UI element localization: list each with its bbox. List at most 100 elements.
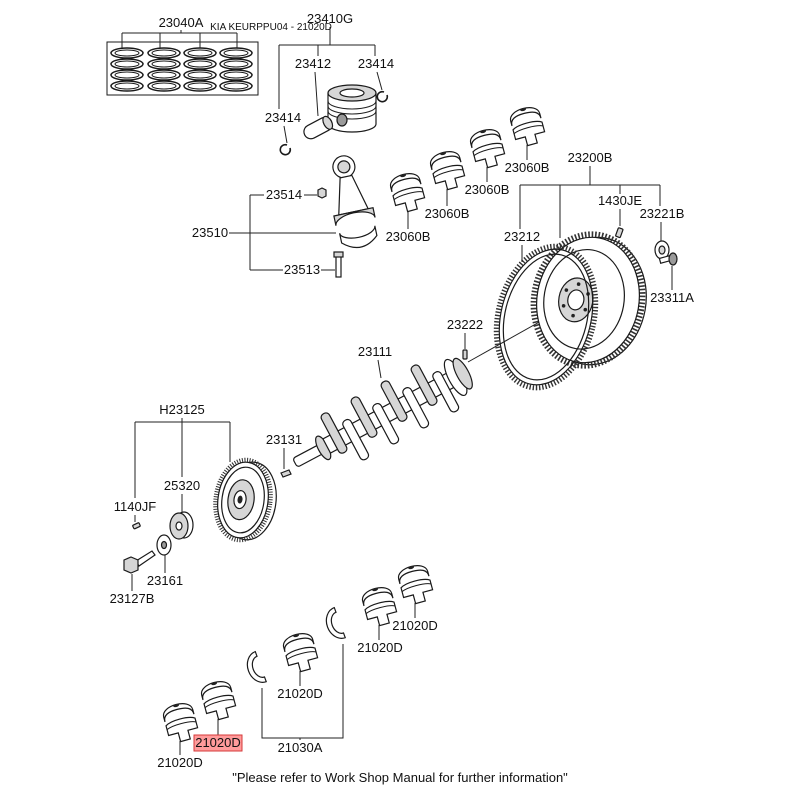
leader-line — [278, 27, 376, 109]
callout-23514[interactable]: 23514 — [250, 187, 317, 202]
callout-23311A[interactable]: 23311A — [650, 266, 694, 305]
leader-line — [261, 644, 344, 740]
callout-21020D-2[interactable]: 21020D — [357, 625, 403, 655]
callout-1430JE[interactable]: 1430JE — [598, 193, 642, 226]
callout-21030A[interactable]: 21030A — [261, 644, 344, 755]
leader-line — [134, 418, 231, 498]
thrust-half-ring — [321, 606, 346, 643]
pulley-washer — [156, 534, 172, 556]
part-number[interactable]: 23060B — [386, 229, 431, 244]
callout-23040A[interactable]: 23040A — [121, 15, 238, 48]
part-number[interactable]: 23513 — [284, 262, 320, 277]
ring-stack — [110, 47, 144, 92]
callout-23111[interactable]: 23111 — [358, 344, 392, 379]
callout-23510[interactable]: 23510 — [192, 195, 336, 270]
callout-23131[interactable]: 23131 — [266, 432, 302, 469]
part-number[interactable]: 23212 — [504, 229, 540, 244]
catalog-reference: KIA KEURPPU04 - 21020D — [210, 22, 332, 33]
callout-23161[interactable]: 23161 — [147, 555, 183, 588]
callout-23414-left[interactable]: 23414 — [265, 110, 301, 144]
part-number[interactable]: 23111 — [358, 344, 392, 359]
part-number[interactable]: 23060B — [425, 206, 470, 221]
part-number[interactable]: 21020D — [357, 640, 403, 655]
part-number[interactable]: 23414 — [358, 56, 394, 71]
part-number[interactable]: H23125 — [159, 402, 205, 417]
leader-line — [229, 195, 336, 270]
part-number[interactable]: 23060B — [465, 182, 510, 197]
pulley-hub-flange — [169, 511, 194, 540]
callout-23212[interactable]: 23212 — [504, 229, 540, 262]
snap-ring-right — [376, 90, 389, 103]
callout-21020D-highlighted[interactable]: 21020D — [193, 719, 243, 752]
callout-23410G[interactable]: 23410G — [278, 11, 376, 109]
part-number[interactable]: 23040A — [159, 15, 204, 30]
leader-line — [376, 71, 383, 91]
callout-23412[interactable]: 23412 — [295, 56, 331, 117]
part-number[interactable]: 23200B — [568, 150, 613, 165]
part-number[interactable]: 21020D — [277, 686, 323, 701]
hub-pin — [132, 522, 141, 530]
part-number[interactable]: 21030A — [278, 740, 323, 755]
main-bearing — [198, 677, 239, 723]
snap-ring-left — [279, 143, 292, 156]
callout-highlight-box[interactable] — [193, 734, 243, 752]
callout-23200B[interactable]: 23200B — [519, 150, 661, 238]
part-number[interactable]: 23410G — [307, 11, 353, 26]
flywheel-bolt — [658, 252, 678, 266]
leader-line — [377, 359, 382, 379]
callout-23221B[interactable]: 23221B — [640, 206, 685, 241]
flywheel — [530, 231, 647, 369]
part-number[interactable]: 23221B — [640, 206, 685, 221]
callout-21020D-1[interactable]: 21020D — [392, 603, 438, 633]
rod-nut — [317, 187, 327, 199]
crank-dowel — [462, 349, 468, 360]
part-number[interactable]: 23414 — [265, 110, 301, 125]
rod-bearing — [427, 147, 468, 193]
main-bearing — [280, 629, 321, 675]
callout-23222[interactable]: 23222 — [447, 317, 483, 349]
callout-23060B-2[interactable]: 23060B — [425, 189, 470, 221]
callout-23127B[interactable]: 23127B — [110, 574, 155, 606]
ring-stack — [183, 47, 217, 92]
callout-23060B-3[interactable]: 23060B — [465, 167, 510, 197]
callout-25320[interactable]: 25320 — [164, 478, 200, 512]
part-number[interactable]: 23222 — [447, 317, 483, 332]
leader-line — [519, 166, 661, 238]
part-number[interactable]: 23510 — [192, 225, 228, 240]
part-number[interactable]: 1140JF — [114, 499, 156, 514]
part-number[interactable]: 21020D — [392, 618, 438, 633]
part-number[interactable]: 23060B — [505, 160, 550, 175]
pulley-bolt — [123, 550, 156, 574]
part-number[interactable]: 23412 — [295, 56, 331, 71]
ring-stack — [147, 47, 181, 92]
part-number[interactable]: 23311A — [650, 290, 694, 305]
callout-23060B-4[interactable]: 23060B — [505, 145, 550, 175]
callout-21020D-3[interactable]: 21020D — [277, 671, 323, 701]
rod-bolt — [333, 251, 344, 278]
part-number[interactable]: 21020D — [157, 755, 203, 770]
leader-line — [121, 30, 238, 48]
part-number[interactable]: 23514 — [266, 187, 302, 202]
flywheel-dowel — [615, 227, 624, 239]
footer-note: "Please refer to Work Shop Manual for fu… — [232, 770, 568, 785]
part-number[interactable]: 25320 — [164, 478, 200, 493]
part-number[interactable]: 23127B — [110, 591, 155, 606]
part-number[interactable]: 21020D — [195, 735, 241, 750]
part-number[interactable]: 23131 — [266, 432, 302, 447]
crank-key — [280, 469, 292, 478]
part-number[interactable]: 1430JE — [598, 193, 642, 208]
callout-23060B-1[interactable]: 23060B — [386, 211, 431, 244]
crankshaft-pulley — [213, 457, 277, 543]
thrust-half-ring — [242, 650, 267, 687]
piston-ring-set — [106, 41, 259, 96]
callout-H23125[interactable]: H23125 — [134, 402, 231, 498]
callout-1140JF[interactable]: 1140JF — [114, 499, 156, 522]
ring-gear — [493, 243, 599, 391]
callout-23513[interactable]: 23513 — [250, 262, 335, 277]
crankshaft — [293, 357, 473, 467]
callout-23414-right[interactable]: 23414 — [358, 56, 394, 91]
part-number[interactable]: 23161 — [147, 573, 183, 588]
connecting-rod — [332, 155, 378, 249]
callout-21020D-4[interactable]: 21020D — [157, 741, 203, 770]
